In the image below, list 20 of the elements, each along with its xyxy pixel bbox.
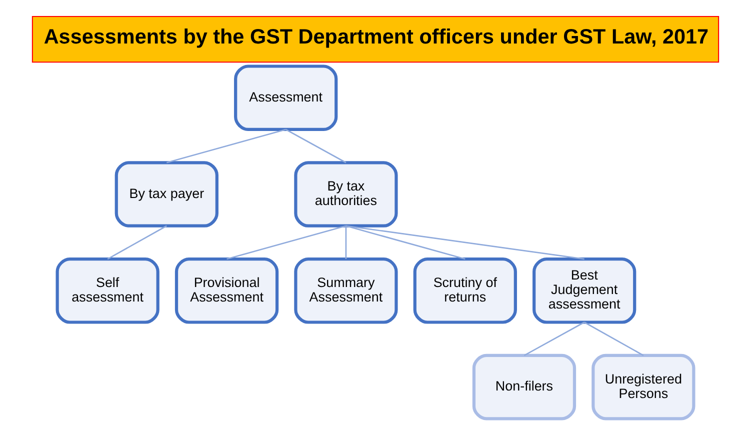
connector xyxy=(226,225,346,260)
node-box: Non-filers xyxy=(472,354,576,420)
node-box: Provisional Assessment xyxy=(174,257,278,324)
connector xyxy=(285,128,346,164)
node-box: Unregistered Persons xyxy=(591,354,695,420)
diagram-title: Assessments by the GST Department officers under GST Law, 2017 xyxy=(43,25,708,48)
node-box: Summary Assessment xyxy=(294,257,398,324)
connector xyxy=(584,322,644,356)
node-box: By tax payer xyxy=(114,161,218,228)
connector xyxy=(523,322,584,356)
node-box: By tax authorities xyxy=(294,161,398,228)
node-box: Best Judgement assessment xyxy=(532,257,636,324)
connector xyxy=(345,225,465,260)
node-box: Self assessment xyxy=(55,257,159,324)
node-box: Scrutiny of returns xyxy=(412,257,516,324)
connector xyxy=(344,226,346,260)
connector xyxy=(166,128,286,164)
connector xyxy=(106,225,166,260)
connector xyxy=(345,225,584,260)
node-box: Assessment xyxy=(234,64,338,132)
